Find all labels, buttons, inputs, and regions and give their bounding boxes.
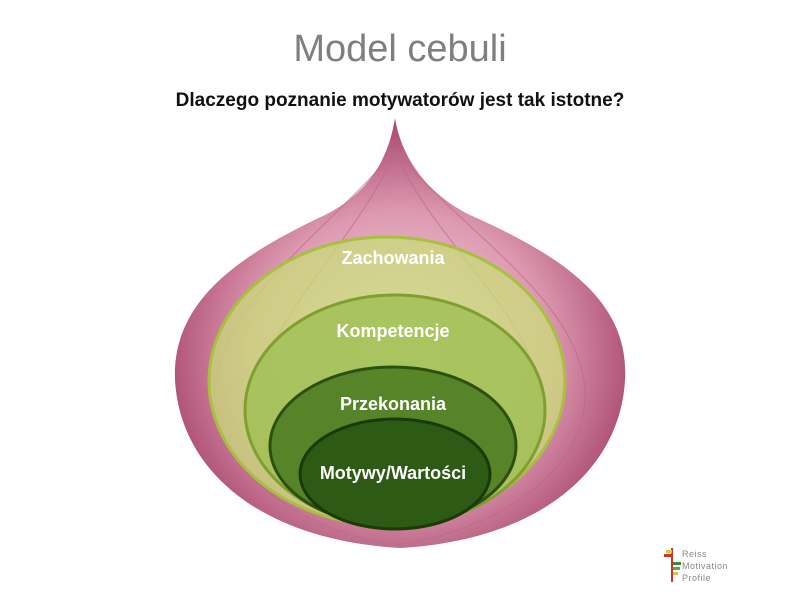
logo-line1: Reiss (682, 549, 708, 559)
logo-line3: Profile (682, 573, 712, 583)
layer-label-motywy: Motywy/Wartości (319, 463, 467, 483)
logo-icon (664, 548, 681, 582)
slide-title: Model cebuli (293, 28, 507, 70)
reiss-logo: Reiss Motivation Profile (662, 546, 792, 586)
logo-line2: Motivation (682, 561, 729, 571)
layer-label-zachowania: Zachowania (341, 248, 445, 268)
slide-subtitle: Dlaczego poznanie motywatorów jest tak i… (175, 90, 625, 111)
layer-label-przekonania: Przekonania (339, 394, 447, 414)
layer-label-kompetencje: Kompetencje (336, 321, 450, 341)
layer-motywy (298, 417, 492, 531)
